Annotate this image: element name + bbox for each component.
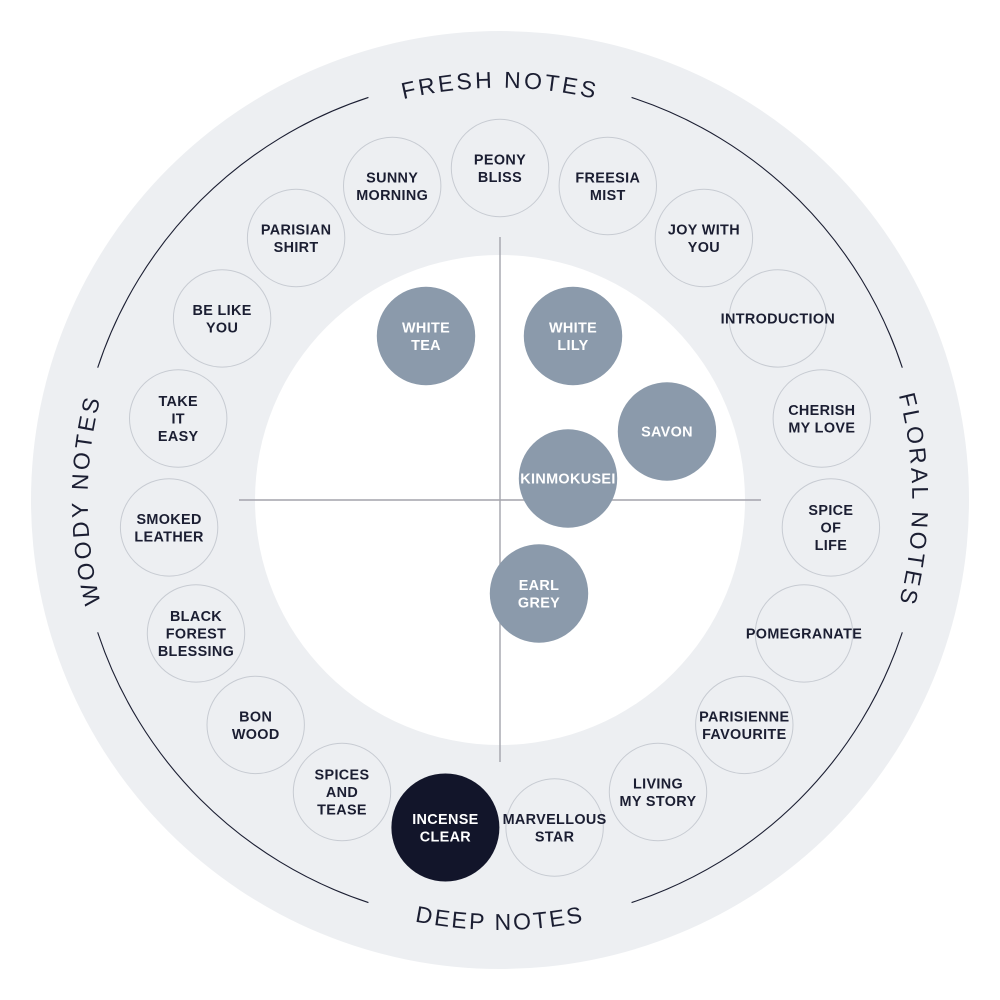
svg-text:KINMOKUSEI: KINMOKUSEI bbox=[520, 472, 615, 488]
svg-text:SAVON: SAVON bbox=[641, 425, 693, 441]
svg-text:POMEGRANATE: POMEGRANATE bbox=[746, 627, 862, 643]
svg-text:INTRODUCTION: INTRODUCTION bbox=[721, 312, 836, 328]
